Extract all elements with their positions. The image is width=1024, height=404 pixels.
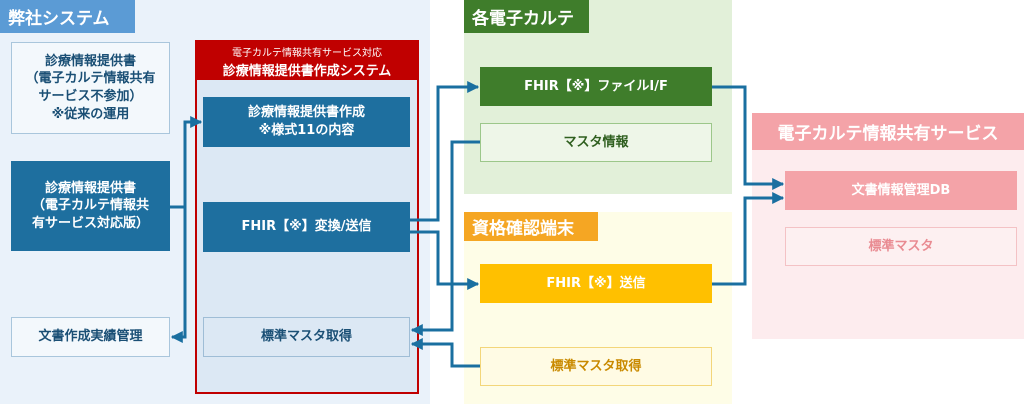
emr-master-info-box[interactable]: マスタ情報 (480, 123, 712, 162)
module-master-fetch-box[interactable]: 標準マスタ取得 (203, 317, 410, 357)
terminal-fhir-send-box[interactable]: FHIR【※】送信 (480, 264, 712, 303)
create-referral-box[interactable]: 診療情報提供書作成 ※様式11の内容 (203, 97, 410, 147)
emr-title: 各電子カルテ (464, 0, 589, 33)
legacy-referral-box[interactable]: 診療情報提供書 （電子カルテ情報共有 サービス不参加） ※従来の運用 (11, 42, 170, 134)
referral-module-subtitle: 電子カルテ情報共有サービス対応 (232, 48, 382, 59)
service-standard-master-box[interactable]: 標準マスタ (785, 227, 1017, 266)
supported-referral-box[interactable]: 診療情報提供書 （電子カルテ情報共 有サービス対応版） (11, 161, 170, 251)
records-management-box[interactable]: 文書作成実績管理 (11, 317, 170, 357)
fhir-convert-send-box[interactable]: FHIR【※】変換/送信 (203, 202, 410, 252)
terminal-master-fetch-box[interactable]: 標準マスタ取得 (480, 347, 712, 386)
terminal-title: 資格確認端末 (464, 212, 598, 241)
emr-fhir-file-if-box[interactable]: FHIR【※】ファイルI/F (480, 67, 712, 106)
service-panel (752, 113, 1024, 339)
referral-module-title: 診療情報提供書作成システム (222, 64, 392, 79)
referral-module-header: 電子カルテ情報共有サービス対応 診療情報提供書作成システム (195, 40, 419, 80)
service-title: 電子カルテ情報共有サービス (752, 113, 1024, 150)
company-system-title: 弊社システム (0, 0, 135, 33)
service-document-db-box[interactable]: 文書情報管理DB (785, 171, 1017, 210)
